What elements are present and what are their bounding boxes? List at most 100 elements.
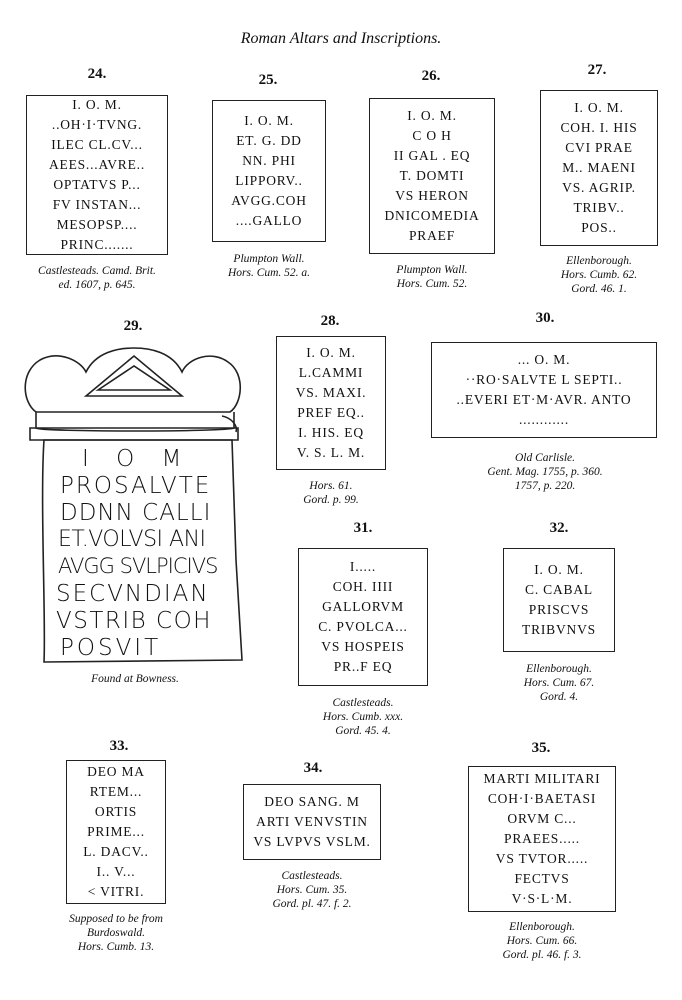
inscription-line: V·S·L·M. (511, 891, 573, 906)
inscription-line: T. DOMTI (399, 168, 465, 183)
caption-line: Castlesteads. (332, 697, 394, 709)
altar-inscription-line: I O M (82, 446, 192, 472)
inscription-line: VS TVTOR..... (495, 851, 589, 866)
caption-line: Gord. pl. 47. f. 2. (272, 898, 352, 910)
inscription-number: 28. (320, 313, 340, 329)
inscription-line: I. O. M. (574, 100, 624, 115)
inscription-line: ORVM C... (507, 811, 577, 826)
inscription-line: DEO SANG. M (264, 794, 360, 809)
page-title: Roman Altars and Inscriptions. (240, 30, 442, 47)
inscription-line: COH·I·BAETASI (487, 791, 597, 806)
inscription-25: I. O. M. ET. G. DD NN. PHI LIPPORV.. AVG… (212, 100, 326, 242)
altar-inscription-line: VSTRIB COH (56, 608, 212, 634)
inscription-line: ET. G. DD (236, 133, 302, 148)
caption-line: Ellenborough. (566, 255, 632, 267)
inscription-line: VS HOSPEIS (321, 639, 405, 654)
inscription-caption: Old Carlisle. Gent. Mag. 1755, p. 360. 1… (442, 451, 648, 493)
caption-line: Ellenborough. (509, 921, 575, 933)
inscription-line: COH. I. HIS (560, 120, 638, 135)
caption-line: Gord. pl. 46. f. 3. (502, 949, 582, 961)
caption-line: Ellenborough. (526, 663, 592, 675)
inscription-line: L.CAMMI (298, 365, 364, 380)
altar-inscription-line: AVGG SVLPICIVS (58, 554, 218, 578)
inscription-line: L. DACV.. (83, 844, 149, 859)
caption-line: Gord. p. 99. (303, 494, 359, 506)
inscription-line: I. O. M. (72, 97, 122, 112)
inscription-line: VS. AGRIP. (562, 180, 636, 195)
inscription-line: VS. MAXI. (295, 385, 367, 400)
inscription-line: I. O. M. (534, 562, 584, 577)
inscription-line: PR..F EQ (333, 659, 393, 674)
inscription-number: 29. (123, 318, 143, 334)
inscription-number: 25. (258, 72, 278, 88)
caption-line: Hors. Cumb. 13. (77, 941, 155, 953)
inscription-line: I..... (349, 559, 377, 574)
inscription-line: POS.. (581, 220, 617, 235)
caption-line: ed. 1607, p. 645. (58, 279, 136, 291)
caption-line: Castlesteads. Camd. Brit. (38, 265, 156, 277)
inscription-number: 27. (587, 62, 607, 78)
inscription-number: 34. (303, 760, 323, 776)
inscription-32: I. O. M. C. CABAL PRISCVS TRIBVNVS (503, 548, 615, 652)
inscription-line: ............ (518, 412, 570, 427)
inscription-line: VS HERON (395, 188, 469, 203)
inscription-line: LIPPORV.. (235, 173, 303, 188)
caption-line: Burdoswald. (86, 927, 146, 939)
inscription-caption: Castlesteads. Hors. Cumb. xxx. Gord. 45.… (290, 696, 436, 738)
inscription-line: < VITRI. (87, 884, 145, 899)
inscription-28: I. O. M. L.CAMMI VS. MAXI. PREF EQ.. I. … (276, 336, 386, 470)
inscription-line: AEES...AVRE.. (48, 157, 146, 172)
inscription-caption: Supposed to be from Burdoswald. Hors. Cu… (36, 912, 196, 954)
inscription-line: ARTI VENVSTIN (256, 814, 368, 829)
inscription-line: I. O. M. (244, 113, 294, 128)
altar-inscription-line: DDNN CALLI (60, 500, 212, 526)
caption-line: Hors. Cum. 52. (396, 278, 468, 290)
inscription-line: PREF EQ.. (297, 405, 365, 420)
inscription-line: PRAEF (408, 228, 456, 243)
inscription-line: COH. IIII (332, 579, 394, 594)
inscription-number: 26. (421, 68, 441, 84)
altar-inscription-line: SECVNDIAN (56, 581, 210, 607)
caption-line: Hors. Cum. 66. (506, 935, 578, 947)
inscription-line: V. S. L. M. (296, 445, 366, 460)
inscription-number: 24. (87, 66, 107, 82)
caption-line: 1757, p. 220. (514, 480, 576, 492)
inscription-line: CVI PRAE (565, 140, 633, 155)
inscription-number: 30. (535, 310, 555, 326)
inscription-line: ILEC CL.CV... (51, 137, 143, 152)
caption-line: Gord. 45. 4. (335, 725, 391, 737)
inscription-line: AVGG.COH (231, 193, 307, 208)
altar-inscription-line: ET.VOLVSI ANI (58, 527, 206, 552)
inscription-line: C O H (412, 128, 452, 143)
inscription-line: C. PVOLCA... (318, 619, 408, 634)
inscription-line: ....GALLO (235, 213, 303, 228)
inscription-33: DEO MA RTEM... ORTIS PRIME... L. DACV.. … (66, 760, 166, 904)
inscription-line: MESOPSP.... (56, 217, 138, 232)
inscription-line: DEO MA (87, 764, 145, 779)
inscription-line: NN. PHI (242, 153, 296, 168)
inscription-line: I.. V... (96, 864, 136, 879)
inscription-line: II GAL . EQ (393, 148, 471, 163)
caption-line: Castlesteads. (281, 870, 343, 882)
inscription-31: I..... COH. IIII GALLORVM C. PVOLCA... V… (298, 548, 428, 686)
inscription-line: TRIBVNVS (522, 622, 596, 637)
inscription-number: 32. (549, 520, 569, 536)
caption-line: Hors. Cumb. 62. (560, 269, 638, 281)
inscription-34: DEO SANG. M ARTI VENVSTIN VS LVPVS VSLM. (243, 784, 381, 860)
inscription-caption: Plumpton Wall. Hors. Cum. 52. a. (190, 252, 348, 280)
inscription-line: ..OH·I·TVNG. (51, 117, 143, 132)
caption-line: Hors. Cum. 52. a. (227, 267, 311, 279)
inscription-line: DNICOMEDIA (384, 208, 480, 223)
caption-line: Hors. Cum. 35. (276, 884, 348, 896)
inscription-line: I. O. M. (306, 345, 356, 360)
caption-line: Plumpton Wall. (396, 264, 468, 276)
altar-inscription-line: POSVIT (60, 635, 162, 661)
caption-line: Supposed to be from (69, 913, 163, 925)
inscription-number: 31. (353, 520, 373, 536)
inscription-line: VS LVPVS VSLM. (253, 834, 371, 849)
inscription-line: I. O. M. (407, 108, 457, 123)
inscription-caption: Castlesteads. Hors. Cum. 35. Gord. pl. 4… (230, 869, 394, 911)
inscription-caption: Found at Bowness. (60, 672, 210, 686)
caption-line: Gent. Mag. 1755, p. 360. (487, 466, 603, 478)
